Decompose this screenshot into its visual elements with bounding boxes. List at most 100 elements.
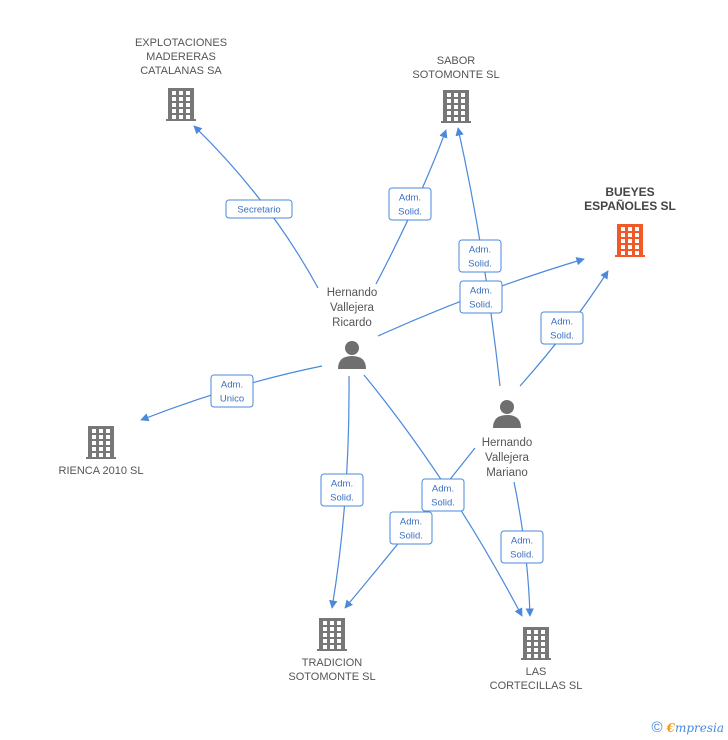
footer-brand: © €mpresia (652, 719, 724, 736)
empresia-logo[interactable]: €mpresia (667, 721, 724, 735)
edge-label-ricardo-explotaciones[interactable]: Secretario (225, 199, 293, 219)
edge-label-text: Adm. (331, 479, 353, 490)
building-window (330, 621, 334, 625)
building-window (92, 453, 96, 457)
edge-label-text: Solid. (399, 531, 423, 542)
building-window (461, 93, 465, 97)
person-icon (493, 400, 521, 428)
node-label: ESPAÑOLES SL (584, 198, 676, 213)
edge-label-text: Solid. (550, 331, 574, 342)
edge-label-mariano-cortecillas[interactable]: Adm.Solid. (500, 530, 544, 564)
building-window (628, 227, 632, 231)
building-window (527, 654, 531, 658)
building-window (534, 648, 538, 652)
building-window (635, 233, 639, 237)
building-window (527, 630, 531, 634)
building-window (106, 429, 110, 433)
edge-label-box (320, 473, 364, 507)
building-icon (441, 90, 471, 123)
building-base (615, 255, 645, 257)
node-label: MADERERAS (146, 51, 216, 63)
node-label: Hernando (327, 287, 378, 299)
building-window (541, 654, 545, 658)
building-window (635, 251, 639, 255)
building-window (621, 233, 625, 237)
building-window (447, 111, 451, 115)
edge-label-text: Adm. (470, 286, 492, 297)
edge-label-ricardo-sabor[interactable]: Adm.Solid. (388, 187, 432, 221)
building-window (534, 636, 538, 640)
building-window (454, 93, 458, 97)
building-window (527, 642, 531, 646)
edge-label-box (421, 478, 465, 512)
edge-label-text: Adm. (551, 317, 573, 328)
building-window (106, 441, 110, 445)
building-window (454, 99, 458, 103)
building-window (454, 105, 458, 109)
building-window (92, 447, 96, 451)
building-icon-highlighted (615, 224, 645, 257)
edge-label-ricardo-bueyes[interactable]: Adm.Solid. (459, 280, 503, 314)
building-window (621, 239, 625, 243)
building-window (447, 117, 451, 121)
person-head (345, 341, 359, 355)
building-window (621, 251, 625, 255)
building-window (172, 97, 176, 101)
edge-label-mariano-tradicion[interactable]: Adm.Solid. (389, 511, 433, 545)
edge-label-ricardo-rienca[interactable]: Adm.Unico (210, 374, 254, 408)
node-label: Hernando (482, 437, 533, 449)
building-window (99, 453, 103, 457)
edge-label-mariano-sabor[interactable]: Adm.Solid. (458, 239, 502, 273)
edge-label-ricardo-cortecillas[interactable]: Adm.Solid. (421, 478, 465, 512)
building-window (454, 117, 458, 121)
edge-label-box (388, 187, 432, 221)
building-window (172, 109, 176, 113)
building-window (461, 105, 465, 109)
edge-label-ricardo-tradicion[interactable]: Adm.Solid. (320, 473, 364, 507)
building-window (447, 105, 451, 109)
node-label: CATALANAS SA (140, 65, 222, 77)
building-window (527, 648, 531, 652)
node-label: CORTECILLAS SL (490, 680, 583, 692)
copyright-symbol: © (651, 719, 663, 736)
building-window (323, 645, 327, 649)
node-rienca[interactable]: RIENCA 2010 SL (59, 426, 144, 477)
edge-label-text: Solid. (510, 550, 534, 561)
building-window (534, 654, 538, 658)
building-window (186, 103, 190, 107)
building-window (628, 245, 632, 249)
building-base (441, 121, 471, 123)
person-icon (338, 341, 366, 369)
building-window (92, 435, 96, 439)
edge-label-text: Secretario (237, 205, 280, 216)
edge-label-mariano-bueyes[interactable]: Adm. Solid. (540, 311, 584, 345)
building-window (337, 627, 341, 631)
building-base (86, 457, 116, 459)
node-label: SOTOMONTE SL (412, 69, 499, 81)
building-window (106, 447, 110, 451)
building-window (186, 97, 190, 101)
building-window (323, 639, 327, 643)
edge-label-text: Solid. (431, 498, 455, 509)
node-label: Ricardo (332, 317, 372, 329)
building-window (635, 227, 639, 231)
building-window (628, 233, 632, 237)
edge-label-box (225, 199, 293, 219)
building-window (447, 99, 451, 103)
building-window (621, 227, 625, 231)
building-window (635, 239, 639, 243)
building-window (106, 435, 110, 439)
building-icon (86, 426, 116, 459)
edge-label-box (458, 239, 502, 273)
building-window (99, 435, 103, 439)
building-window (186, 109, 190, 113)
building-window (330, 627, 334, 631)
